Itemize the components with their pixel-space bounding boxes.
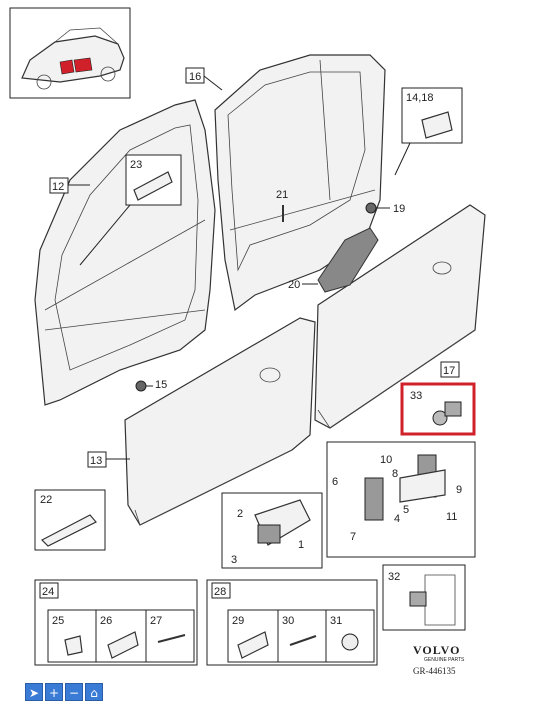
- label-3: 3: [231, 554, 237, 566]
- label-19: 19: [393, 203, 405, 215]
- diagram-code: GR-446135: [413, 666, 456, 676]
- label-23: 23: [130, 159, 142, 171]
- callout-32: 32: [382, 564, 466, 631]
- callout-28: 28 29 30 31: [206, 579, 378, 666]
- label-15: 15: [155, 379, 167, 391]
- callout-23: 23: [79, 154, 182, 266]
- label-31: 31: [330, 615, 342, 627]
- car-thumbnail: [9, 7, 131, 99]
- label-20: 20: [288, 279, 300, 291]
- home-icon[interactable]: ⌂: [85, 683, 103, 701]
- callout-14-18: 14,18: [394, 87, 463, 176]
- insulator-part: [317, 227, 379, 293]
- label-11: 11: [446, 511, 457, 523]
- label-5: 5: [403, 504, 409, 516]
- viewer-toolbar: ➤ + − ⌂: [25, 683, 103, 701]
- label-26: 26: [100, 615, 112, 627]
- callout-13: 13: [87, 451, 130, 468]
- callout-16: 16: [185, 67, 223, 91]
- label-33: 33: [410, 390, 422, 402]
- callout-22: 22: [34, 489, 106, 551]
- label-8: 8: [392, 468, 398, 480]
- label-27: 27: [150, 615, 162, 627]
- label-14-18: 14,18: [406, 92, 434, 104]
- front-door-skin: [124, 317, 316, 526]
- label-9: 9: [456, 484, 462, 496]
- label-1: 1: [298, 539, 304, 551]
- label-30: 30: [282, 615, 294, 627]
- rear-door-skin: [314, 204, 486, 429]
- label-12: 12: [52, 181, 64, 193]
- minus-icon[interactable]: −: [65, 683, 83, 701]
- label-22: 22: [40, 494, 52, 506]
- plus-icon[interactable]: +: [45, 683, 63, 701]
- nut-part-19: [365, 202, 377, 214]
- callout-12: 12: [49, 177, 90, 194]
- cursor-icon[interactable]: ➤: [25, 683, 43, 701]
- label-4: 4: [394, 513, 400, 525]
- label-2: 2: [237, 508, 243, 520]
- label-13: 13: [90, 455, 102, 467]
- front-door-frame: [34, 99, 216, 406]
- rear-door-frame: [214, 54, 386, 312]
- callout-24: 24 25 26 27: [34, 579, 198, 666]
- label-16: 16: [189, 71, 201, 83]
- nut-part-15: [135, 380, 147, 392]
- label-32: 32: [388, 571, 400, 583]
- callout-17: 17: [440, 361, 460, 378]
- label-25: 25: [52, 615, 64, 627]
- label-24: 24: [42, 586, 54, 598]
- label-29: 29: [232, 615, 244, 627]
- brand-tagline: GENUINE PARTS: [424, 657, 465, 663]
- label-7: 7: [350, 531, 356, 543]
- label-28: 28: [214, 586, 226, 598]
- brand-name: VOLVO: [413, 643, 460, 657]
- brand-block: VOLVO GENUINE PARTS GR-446135: [413, 643, 465, 676]
- label-6: 6: [332, 476, 338, 488]
- label-17: 17: [443, 365, 455, 377]
- highlighted-part-33[interactable]: 33: [400, 382, 476, 436]
- hinge-box-rear: 10 8 6 5 4 9 11 7: [326, 441, 476, 558]
- label-10: 10: [380, 454, 392, 466]
- hinge-box-front: 2 1 3: [221, 492, 323, 569]
- label-21: 21: [276, 189, 288, 201]
